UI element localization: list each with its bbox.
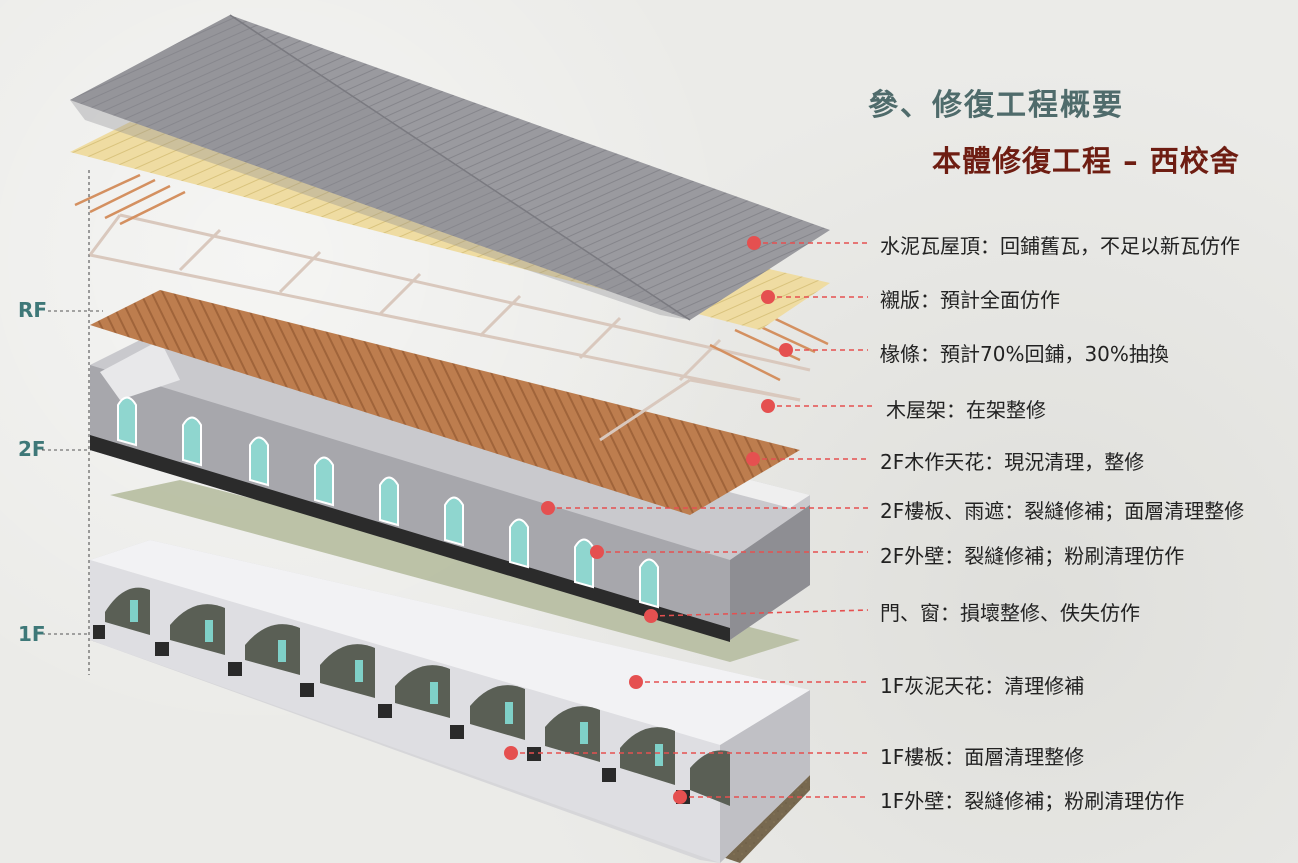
- marker-1f-floor: [504, 746, 518, 760]
- marker-doors-windows: [644, 609, 658, 623]
- marker-1f-wall: [673, 790, 687, 804]
- callout-lining-boards: 襯版：預計全面仿作: [880, 288, 1060, 312]
- floor-label-rf: RF: [18, 298, 48, 322]
- callout-1f-exterior-wall: 1F外壁：裂縫修補；粉刷清理仿作: [880, 789, 1185, 813]
- marker-roof: [747, 236, 761, 250]
- marker-rafter: [779, 343, 793, 357]
- callout-rafters: 椽條：預計70%回鋪，30%抽換: [880, 342, 1169, 366]
- marker-2f-floor: [541, 501, 555, 515]
- floor-label-1f: 1F: [18, 622, 46, 646]
- callout-2f-floor-canopy: 2F樓板、雨遮：裂縫修補；面層清理整修: [880, 499, 1245, 523]
- callout-roof-truss: 木屋架：在架整修: [886, 398, 1046, 422]
- marker-1f-ceiling: [629, 675, 643, 689]
- marker-truss: [761, 399, 775, 413]
- page-subtitle: 本體修復工程 – 西校舍: [932, 144, 1240, 178]
- callout-1f-floor: 1F樓板：面層清理整修: [880, 745, 1085, 769]
- callout-doors-windows: 門、窗：損壞整修、佚失仿作: [880, 601, 1140, 625]
- callout-2f-wood-ceiling: 2F木作天花：現況清理，整修: [880, 450, 1145, 474]
- callout-2f-exterior-wall: 2F外壁：裂縫修補；粉刷清理仿作: [880, 544, 1185, 568]
- 1f-ceiling: [110, 480, 800, 662]
- floor-label-2f: 2F: [18, 437, 46, 461]
- callout-roof-tiles: 水泥瓦屋頂：回鋪舊瓦，不足以新瓦仿作: [880, 234, 1240, 258]
- callout-1f-plaster-ceiling: 1F灰泥天花：清理修補: [880, 674, 1085, 698]
- leader-lines: [511, 242, 876, 798]
- marker-lining: [761, 290, 775, 304]
- tile-roof: [70, 14, 830, 321]
- page-title: 參、修復工程概要: [868, 88, 1124, 123]
- marker-2f-ceiling: [746, 452, 760, 466]
- marker-2f-wall: [590, 545, 604, 559]
- 2f-wood-ceiling: [90, 290, 800, 515]
- first-floor-block: [90, 540, 810, 863]
- markers: [504, 236, 793, 804]
